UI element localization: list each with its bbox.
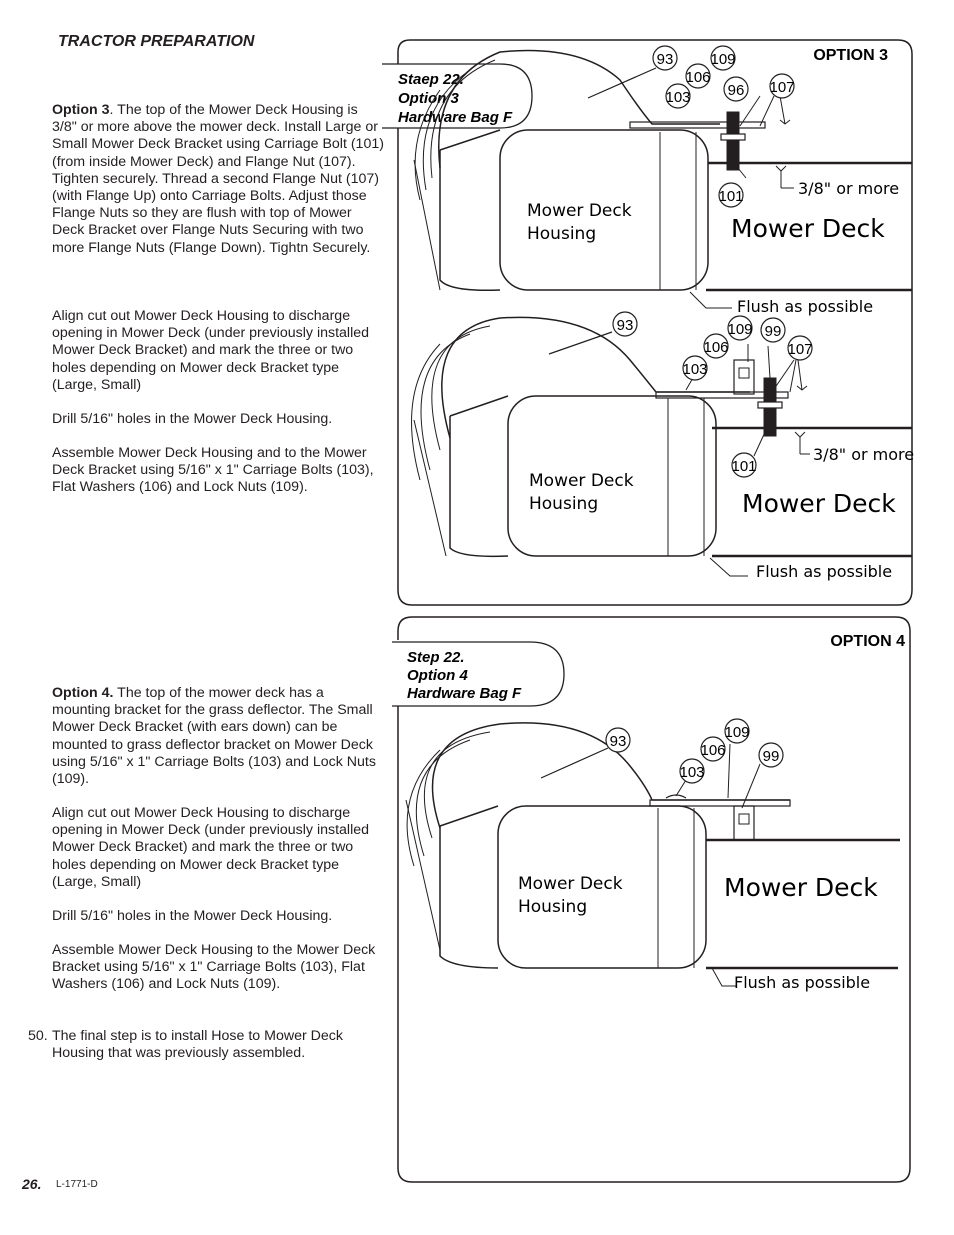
callout-106: 106 <box>685 69 710 86</box>
option3-diagram-2 <box>411 316 912 577</box>
option3-p1-text: . The top of the Mower Deck Housing is 3… <box>52 102 384 256</box>
option3-lead: Option 3 <box>52 102 110 118</box>
figure-option3: OPTION 3 Staep 22. Option 3 Hardware Bag… <box>382 39 914 606</box>
callout-99: 99 <box>763 748 780 765</box>
option4-paragraph-3: Drill 5/16" holes in the Mower Deck Hous… <box>52 908 333 924</box>
deck-label: Mower Deck <box>724 873 878 902</box>
callout-103: 103 <box>679 764 704 781</box>
callout-107: 107 <box>769 79 794 96</box>
option4-paragraph-1: Option 4. The top of the mower deck has … <box>52 685 384 788</box>
option3-paragraph-3: Drill 5/16" holes in the Mower Deck Hous… <box>52 411 333 427</box>
option3-diagram-1 <box>413 49 912 309</box>
housing-label-line1: Mower Deck <box>527 201 632 221</box>
option4-step-line1: Step 22. <box>407 649 465 666</box>
option3-paragraph-4: Assemble Mower Deck Housing and to the M… <box>52 445 374 496</box>
page-number: 26. <box>22 1176 42 1192</box>
deck-label: Mower Deck <box>742 489 896 518</box>
callout-103: 103 <box>665 89 690 106</box>
step-text: The final step is to install Hose to Mow… <box>52 1028 343 1062</box>
flush-label: Flush as possible <box>734 973 870 992</box>
section-title: TRACTOR PREPARATION <box>58 33 255 50</box>
callout-107: 107 <box>787 341 812 358</box>
option4-step-tab <box>392 641 565 707</box>
option4-p1-text: The top of the mower deck has a mounting… <box>52 685 376 788</box>
step-number: 50. <box>28 1028 48 1044</box>
housing-label-line2: Housing <box>529 494 598 514</box>
option3-paragraph-1: Option 3. The top of the Mower Deck Hous… <box>52 102 384 257</box>
callout-93: 93 <box>657 51 674 68</box>
option3-step-tab <box>382 63 533 129</box>
option3-label: OPTION 3 <box>813 47 888 64</box>
callout-101: 101 <box>718 188 743 205</box>
option4-diagram <box>405 722 900 987</box>
housing-label-line1: Mower Deck <box>518 874 623 894</box>
option4-paragraph-4: Assemble Mower Deck Housing to the Mower… <box>52 942 376 993</box>
callout-109: 109 <box>710 51 735 68</box>
option3-step-line1: Staep 22. <box>398 71 464 88</box>
option3-d2-callouts: 93 109 99 106 107 103 101 <box>612 311 813 478</box>
flush-label: Flush as possible <box>756 562 892 581</box>
option3-step-line3: Hardware Bag F <box>398 109 513 126</box>
option3-d1-callouts: 93 109 106 96 103 107 101 <box>652 45 795 208</box>
callout-93: 93 <box>610 733 627 750</box>
option4-lead: Option 4. <box>52 685 114 701</box>
housing-label-line2: Housing <box>518 897 587 917</box>
callout-106: 106 <box>703 339 728 356</box>
gap-label: 3/8" or more <box>798 179 899 198</box>
document-code: L-1771-D <box>56 1179 98 1190</box>
deck-label: Mower Deck <box>731 214 885 243</box>
callout-99: 99 <box>765 323 782 340</box>
housing-label-line2: Housing <box>527 224 596 244</box>
flush-label: Flush as possible <box>737 297 873 316</box>
callout-103: 103 <box>682 361 707 378</box>
option4-label: OPTION 4 <box>830 633 905 650</box>
callout-109: 109 <box>727 321 752 338</box>
callout-101: 101 <box>731 458 756 475</box>
option3-paragraph-2: Align cut out Mower Deck Housing to disc… <box>52 308 370 393</box>
option4-callouts: 93 109 106 99 103 <box>605 718 784 784</box>
option4-step-line2: Option 4 <box>407 667 468 684</box>
callout-93: 93 <box>617 317 634 334</box>
option4-paragraph-2: Align cut out Mower Deck Housing to disc… <box>52 805 370 890</box>
figure-option4: OPTION 4 Step 22. Option 4 Hardware Bag … <box>392 616 911 1183</box>
option4-step-line3: Hardware Bag F <box>407 685 522 702</box>
housing-label-line1: Mower Deck <box>529 471 634 491</box>
gap-label: 3/8" or more <box>813 445 914 464</box>
callout-96: 96 <box>728 82 745 99</box>
callout-109: 109 <box>724 724 749 741</box>
callout-106: 106 <box>700 742 725 759</box>
